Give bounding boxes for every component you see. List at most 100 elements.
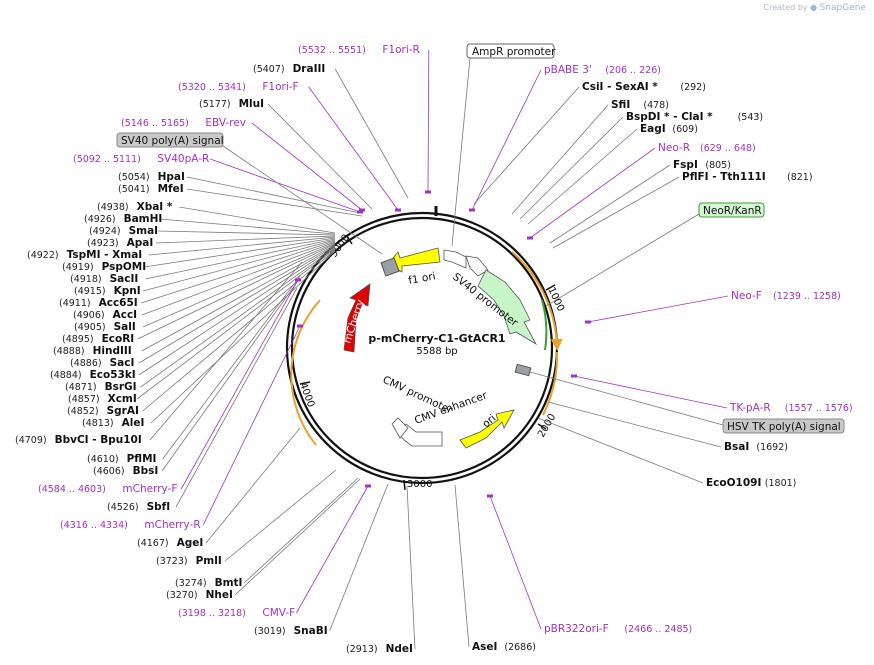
primer-mcherry_r: (4316 .. 4334)mCherry-R [60, 519, 201, 531]
enzyme-site-eco53ki: (4884)Eco53kI [50, 369, 136, 381]
hsv-polya-block [514, 363, 532, 377]
enzyme-name: EagI [640, 123, 666, 135]
mcherry-orange-arc [290, 299, 321, 446]
enzyme-name: SacII [110, 273, 139, 285]
enzyme-name: AseI [472, 641, 497, 653]
enzyme-name: DraIII [293, 63, 326, 75]
enzyme-position: (4857) [68, 394, 100, 405]
enzyme-name: AleI [122, 417, 145, 429]
enzyme-position: (4610) [87, 454, 119, 465]
enzyme-name: HpaI [158, 171, 185, 183]
enzyme-position: (4911) [59, 298, 91, 309]
enzyme-site-acc65i: (4911)Acc65I [59, 297, 138, 309]
enzyme-name: PmlI [196, 555, 222, 567]
credit-brand: SnapGene [819, 3, 866, 13]
enzyme-position: (821) [787, 172, 813, 183]
enzyme-position: (4938) [97, 202, 129, 213]
enzyme-site-ecoo109i: EcoO109I(1801) [706, 477, 796, 489]
hsv-orange-arc [542, 351, 559, 416]
enzyme-position: (1692) [756, 442, 788, 453]
enzyme-name: ApaI [127, 237, 154, 249]
primer-position: (5532 .. 5551) [298, 45, 366, 56]
enzyme-name: EcoRI [102, 333, 135, 345]
enzyme-name: NdeI [386, 643, 413, 655]
enzyme-name: SmaI [129, 225, 159, 237]
enzyme-position: (4852) [67, 406, 99, 417]
primer-name: Neo-R [658, 142, 690, 154]
enzyme-name: BbsI [133, 465, 159, 477]
mcherry-label: mCherry [341, 298, 366, 345]
primer-position: (5092 .. 5111) [73, 154, 141, 165]
enzyme-site-hindiii: (4888)HindIII [53, 345, 132, 357]
primer-position: (4316 .. 4334) [60, 520, 128, 531]
enzyme-position: (4871) [65, 382, 97, 393]
enzyme-site-nhei: (3270)NheI [166, 589, 233, 601]
enzyme-name: MluI [239, 98, 264, 110]
enzyme-position: (4886) [70, 358, 102, 369]
enzyme-position: (3274) [175, 578, 207, 589]
sv40-ori-arrow [443, 249, 467, 269]
enzyme-position: (4922) [27, 250, 59, 261]
enzyme-site-pmli: (3723) PmlI [156, 555, 222, 567]
leader-lines [136, 49, 729, 650]
enzyme-site-apai: (4923) ApaI [87, 237, 153, 249]
enzyme-site-bamhi: (4926)BamHI [84, 213, 162, 225]
neor-orange-arc [511, 251, 563, 351]
primer-name: Neo-F [731, 290, 762, 302]
enzyme-position: (4906) [73, 310, 105, 321]
primer-name: EBV-rev [205, 117, 246, 129]
enzyme-site-kpni: (4915)KpnI [74, 285, 141, 297]
enzyme-site-mlui: (5177) MluI [199, 98, 264, 110]
neor-green-arc [541, 299, 548, 351]
primer-name: F1ori-F [262, 81, 298, 93]
enzyme-position: (292) [680, 82, 706, 93]
enzyme-site-asei: AseI(2686) [472, 641, 536, 653]
enzyme-site-hpai: (5054) HpaI [118, 171, 185, 183]
enzyme-site-bmti: (3274)BmtI [175, 577, 242, 589]
primer-pbabe3: pBABE 3'(206 .. 226) [544, 64, 661, 76]
enzyme-site-ndei: (2913)NdeI [346, 643, 413, 655]
enzyme-name: BbvCI - Bpu10I [55, 434, 142, 446]
small-white-arrow [465, 255, 489, 277]
enzyme-name: BsrGI [105, 381, 137, 393]
enzyme-site-snabi: (3019)SnaBI [254, 625, 328, 637]
enzyme-name: EcoO109I [706, 477, 761, 489]
enzyme-position: (4895) [62, 334, 94, 345]
enzyme-position: (5041) [118, 184, 150, 195]
enzyme-site-saci: (4886)SacI [70, 357, 134, 369]
hsv-tk-polya-box: HSV TK poly(A) signal [722, 418, 845, 434]
primer-position: (3198 .. 3218) [178, 608, 246, 619]
enzyme-position: (543) [738, 112, 764, 123]
sv40-polya-block [380, 257, 400, 277]
enzyme-name: HindIII [93, 345, 132, 357]
label-group: (5407)DraIII(5177)MluI(5054)HpaI(5041)Mf… [15, 44, 853, 655]
enzyme-position: (4919) [62, 262, 94, 273]
primer-position: (629 .. 648) [700, 143, 756, 154]
enzyme-position: (4923) [87, 238, 119, 249]
primer-pbr322ori_f: pBR322ori-F(2466 .. 2485) [544, 623, 692, 635]
enzyme-site-bspdi: BspDI * - ClaI *(543) [626, 111, 763, 123]
enzyme-name: AgeI [177, 537, 204, 549]
enzyme-name: TspMI - XmaI [67, 249, 143, 261]
enzyme-position: (5054) [118, 172, 150, 183]
enzyme-position: (4915) [74, 286, 106, 297]
enzyme-site-bsrgi: (4871) BsrGI [65, 381, 137, 393]
enzyme-site-alei: (4813) AleI [82, 417, 144, 429]
primer-name: TK-pA-R [729, 402, 771, 414]
primer-name: F1ori-R [382, 44, 419, 56]
primer-position: (4584 .. 4603) [38, 484, 106, 495]
enzyme-position: (5177) [199, 99, 231, 110]
enzyme-position: (4813) [82, 418, 114, 429]
enzyme-name: NheI [206, 589, 233, 601]
enzyme-name: SfiI [611, 99, 630, 111]
enzyme-site-bbvci: (4709)BbvCI - Bpu10I [15, 434, 142, 446]
enzyme-site-xbai: (4938) XbaI * [97, 201, 173, 213]
f1-ori-label: f1 ori [407, 270, 436, 287]
primer-cmv_f: (3198 .. 3218)CMV-F [178, 607, 295, 619]
enzyme-position: (3723) [156, 556, 188, 567]
enzyme-site-smai: (4924)SmaI [89, 225, 158, 237]
primer-f1ori_r: (5532 .. 5551) F1ori-R [298, 44, 420, 56]
enzyme-name: XbaI * [137, 201, 173, 213]
enzyme-name: SgrAI [107, 405, 139, 417]
ampr-promoter-label: AmpR promoter [472, 46, 556, 58]
